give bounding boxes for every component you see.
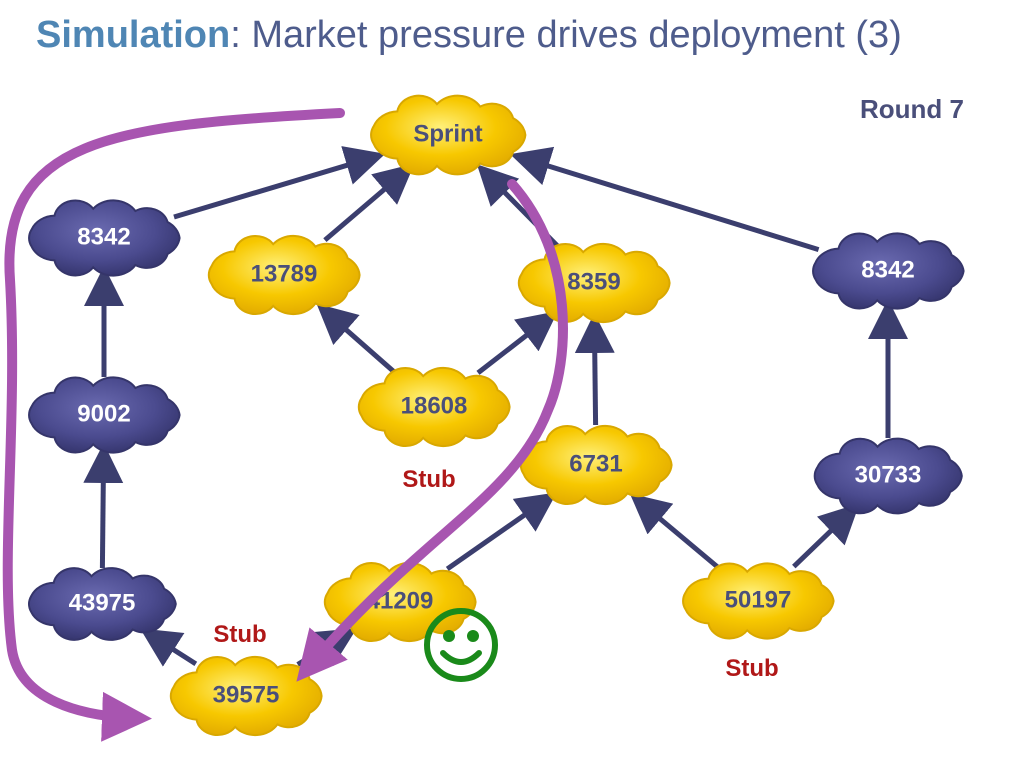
edge-13789-to-sprint (323, 163, 415, 243)
edge-39575-to-43975 (139, 628, 198, 667)
as-node-13789: 13789 (207, 234, 361, 316)
clouds-layer: Sprint 8342 13789 8359 8342 9002 18608 6731 3073… (28, 94, 965, 737)
edge-43975-to-9002 (83, 443, 124, 569)
stub-label: Stub (402, 466, 455, 493)
route-path-2 (296, 179, 568, 682)
as-node-39575: 39575 (169, 655, 323, 737)
as-node-18608: 18608 (357, 366, 511, 448)
as-node-8342-left: 8342 (28, 199, 181, 277)
as-node-43975: 43975 (28, 567, 177, 641)
insecure-as-cloud-icon (28, 567, 177, 641)
as-node-label: 8342 (77, 223, 130, 250)
insecure-as-cloud-icon (28, 199, 181, 277)
as-node-label: 8342 (861, 256, 914, 283)
title-keyword: Simulation (36, 14, 231, 56)
slide-title: Simulation: Market pressure drives deplo… (36, 14, 902, 57)
secure-as-cloud-icon (370, 94, 527, 176)
secure-as-cloud-icon (682, 562, 835, 640)
edge-6731-to-8359 (574, 313, 615, 426)
as-node-label: 8359 (567, 268, 620, 295)
as-node-label: 18608 (401, 392, 468, 419)
insecure-as-cloud-icon (28, 376, 181, 454)
secure-as-cloud-icon (207, 234, 361, 316)
edge-8342-right-to-sprint (510, 146, 820, 252)
as-node-label: 50197 (725, 586, 792, 613)
as-node-sprint: Sprint (370, 94, 527, 176)
as-node-9002: 9002 (28, 376, 181, 454)
edge-50197-to-6731 (629, 493, 720, 570)
as-node-50197: 50197 (682, 562, 835, 640)
as-node-8342-right: 8342 (812, 232, 965, 310)
as-node-label: 30733 (855, 461, 922, 488)
as-node-label: 9002 (77, 400, 130, 427)
edge-8342-left-to-sprint (173, 146, 386, 220)
edge-18608-to-8359 (476, 310, 558, 375)
insecure-as-cloud-icon (812, 232, 965, 310)
as-node-label: 13789 (251, 260, 318, 287)
insecure-as-cloud-icon (813, 437, 963, 515)
as-node-8359: 8359 (517, 242, 671, 324)
secure-as-cloud-icon (169, 655, 323, 737)
as-node-label: 39575 (213, 681, 280, 708)
edge-18608-to-13789 (316, 303, 396, 374)
round-label: Round 7 (860, 94, 964, 124)
edge-41209-to-6731 (445, 492, 557, 571)
routes-layer (2, 108, 568, 742)
as-node-label: 43975 (69, 589, 136, 616)
as-node-30733: 30733 (813, 437, 963, 515)
title-rest: : Market pressure drives deployment (3) (230, 14, 902, 56)
edge-50197-to-30733 (792, 503, 860, 569)
smiley-icon (424, 608, 498, 682)
stub-label: Stub (725, 655, 778, 682)
secure-as-cloud-icon (357, 366, 511, 448)
as-node-6731: 6731 (519, 424, 673, 506)
route-path-1 (2, 108, 345, 742)
as-node-label: 6731 (569, 450, 622, 477)
stub-label: Stub (213, 621, 266, 648)
as-node-label: Sprint (413, 120, 482, 147)
